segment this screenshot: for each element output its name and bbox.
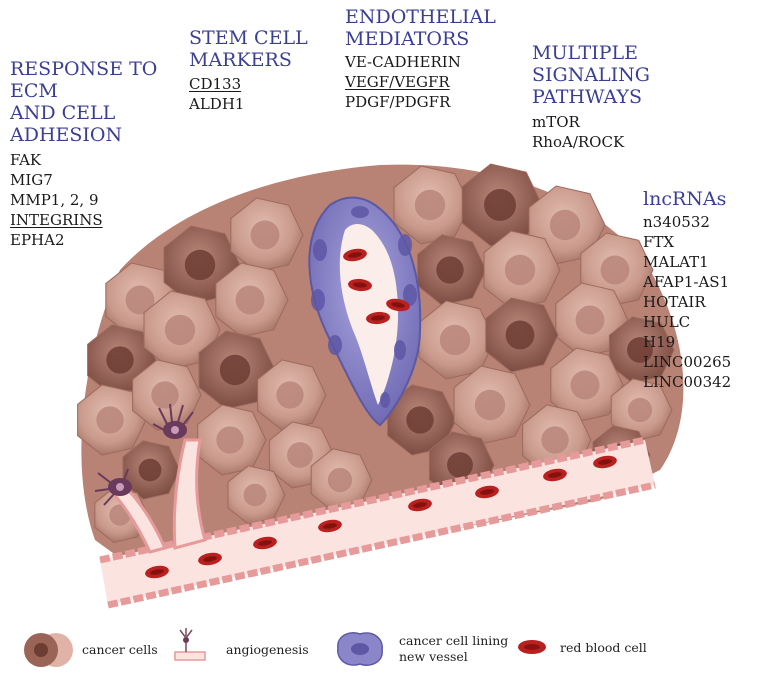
endo-items: VE-CADHERIN VEGF/VEGFR PDGF/PDGFR (345, 52, 496, 112)
gene-item: CD133 (189, 75, 242, 93)
legend-lining-label: cancer cell lining new vessel (399, 633, 509, 664)
gene-item: H19 (643, 333, 676, 351)
cancer-cell (417, 234, 487, 306)
legend-angiogenesis-icon (174, 628, 206, 661)
red-blood-cell (253, 536, 277, 550)
red-blood-cell (145, 565, 169, 579)
red-blood-cell (318, 519, 342, 533)
gene-item: PDGF/PDGFR (345, 93, 451, 111)
legend-cancer-cells-label: cancer cells (82, 642, 158, 657)
cancer-cell (483, 230, 561, 310)
legend-rbc-label: red blood cell (560, 640, 647, 655)
gene-item: MMP1, 2, 9 (10, 191, 99, 209)
cancer-cell (453, 365, 531, 445)
endo-heading: ENDOTHELIAL MEDIATORS (345, 6, 496, 50)
cancer-cell (608, 316, 675, 384)
red-blood-cell (366, 311, 390, 325)
blood-vessel (99, 436, 656, 609)
red-blood-cells (145, 248, 617, 579)
cancer-cell (143, 290, 221, 370)
section-ecm: RESPONSE TO ECM AND CELL ADHESION FAK MIG… (10, 58, 157, 250)
gene-item: AFAP1-AS1 (643, 273, 730, 291)
red-blood-cell (475, 485, 499, 499)
gene-item: VE-CADHERIN (345, 53, 461, 71)
cancer-cell (610, 378, 673, 442)
legend-rbc-icon (518, 640, 546, 654)
red-blood-cell (408, 498, 432, 512)
red-blood-cell (343, 248, 367, 262)
cancer-cell (485, 297, 559, 373)
gene-item: LINC00265 (643, 353, 732, 371)
cancer-cell (215, 262, 289, 338)
cancer-cell (77, 384, 147, 456)
gene-item: MIG7 (10, 171, 53, 189)
section-endo: ENDOTHELIAL MEDIATORS VE-CADHERIN VEGF/VE… (345, 6, 496, 112)
legend-cancer-cells-icon (24, 633, 73, 667)
cancer-cell (257, 359, 327, 431)
red-blood-cell (198, 552, 222, 566)
gene-item: RhoA/ROCK (532, 133, 625, 151)
gene-item: HULC (643, 313, 691, 331)
red-blood-cell (593, 455, 617, 469)
gene-item: n340532 (643, 213, 710, 231)
gene-item: INTEGRINS (10, 211, 103, 229)
cancer-cell (122, 440, 181, 500)
signal-heading: MULTIPLE SIGNALING PATHWAYS (532, 42, 650, 108)
cancer-cell (418, 300, 496, 380)
cancer-cell (230, 197, 304, 273)
cancer-cell (461, 163, 543, 247)
cancer-cell (132, 359, 202, 431)
signal-items: mTOR RhoA/ROCK (532, 112, 650, 152)
gene-item: ALDH1 (189, 95, 245, 113)
stem-heading: STEM CELL MARKERS (189, 27, 308, 71)
section-signal: MULTIPLE SIGNALING PATHWAYS mTOR RhoA/ROC… (532, 42, 650, 152)
red-blood-cell (348, 278, 372, 292)
lnc-heading: lncRNAs (643, 188, 727, 210)
tip-cells (94, 403, 194, 506)
legend-angiogenesis-label: angiogenesis (226, 642, 309, 657)
gene-item: FAK (10, 151, 42, 169)
gene-item: MALAT1 (643, 253, 709, 271)
gene-item: mTOR (532, 113, 580, 131)
cancer-cell (310, 448, 373, 512)
ecm-heading: RESPONSE TO ECM AND CELL ADHESION (10, 58, 158, 146)
legend-lining-icon (337, 632, 383, 666)
red-blood-cell (543, 468, 567, 482)
gene-item: LINC00342 (643, 373, 732, 391)
cancer-cell (550, 347, 624, 423)
gene-item: EPHA2 (10, 231, 65, 249)
gene-item: VEGF/VEGFR (345, 73, 450, 91)
gene-item: FTX (643, 233, 675, 251)
red-blood-cell (386, 298, 410, 312)
gene-item: HOTAIR (643, 293, 706, 311)
new-vessel (308, 196, 422, 427)
cancer-cell (198, 330, 276, 410)
